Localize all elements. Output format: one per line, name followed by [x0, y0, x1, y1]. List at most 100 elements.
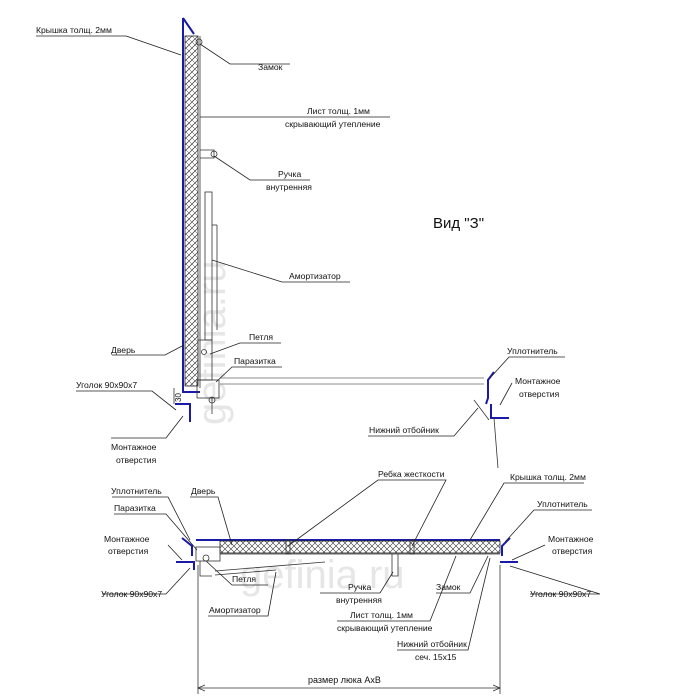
- label-side-door: Дверь: [111, 345, 136, 355]
- label-top-mount-left-2: отверстия: [108, 546, 149, 556]
- label-top-sheet-2: скрывающий утепление: [337, 623, 433, 633]
- side-right-corner: [490, 404, 509, 419]
- label-top-handle-2: внутренняя: [336, 595, 382, 605]
- label-top-corner-left: Уголок 90х90х7: [101, 589, 162, 599]
- label-side-parasite: Паразитка: [234, 356, 276, 366]
- label-side-stop: Нижний отбойник: [369, 425, 439, 435]
- leader-top-hinge: [205, 560, 268, 586]
- side-cover-top: [182, 17, 195, 35]
- top-shock-absorber: [214, 561, 326, 572]
- label-side-cover: Крышка толщ. 2мм: [36, 25, 112, 35]
- label-top-shock: Амортизатор: [209, 605, 261, 615]
- top-left-corner: [176, 561, 195, 570]
- top-hinge-arm: [199, 561, 212, 577]
- label-side-sheet-1: Лист толщ. 1мм: [307, 106, 370, 116]
- side-hinge-pivot-icon: [201, 349, 207, 355]
- leader-top-seal-right: [504, 509, 592, 543]
- leader-top-mount-left: [167, 544, 183, 561]
- side-dim-30: 30: [174, 393, 183, 402]
- leader-side-corner: [76, 390, 177, 411]
- side-parasite: [196, 379, 220, 399]
- leader-top-mount-right: [511, 544, 546, 561]
- label-side-seal-right: Уплотнитель: [507, 346, 558, 356]
- label-top-seal-right: Уплотнитель: [537, 499, 588, 509]
- label-top-hinge: Петля: [232, 574, 256, 584]
- side-lock-icon: [195, 38, 203, 46]
- side-right-drop: [493, 417, 499, 469]
- side-handle-knob-icon: [210, 150, 218, 158]
- label-top-mount-left-1: Монтажное: [104, 534, 150, 544]
- label-top-mount-right-2: отверстия: [552, 546, 593, 556]
- leader-side-hinge: [209, 342, 281, 355]
- label-top-mount-right-1: Монтажное: [548, 534, 594, 544]
- leader-top-seal-left: [112, 496, 191, 541]
- leader-top-handle: [320, 571, 394, 594]
- leader-side-cover: [36, 35, 182, 56]
- top-dim-arrow-left: [196, 684, 206, 692]
- leader-side-mount-right: [499, 382, 513, 406]
- side-view: 30 Крышка толщ. 2мм Замок Лист толщ. 1мм…: [36, 17, 565, 469]
- label-top-stiffener: Ребка жесткости: [378, 469, 445, 479]
- leader-top-corner-right: [509, 565, 601, 595]
- label-top-cover: Крышка толщ. 2мм: [510, 472, 586, 482]
- leader-side-parasite: [215, 366, 282, 383]
- watermark-top: gefinia.ru: [240, 553, 405, 597]
- label-side-handle-1: Ручка: [278, 169, 301, 179]
- label-top-sheet-1: Лист толщ. 1мм: [350, 610, 413, 620]
- label-side-shock: Амортизатор: [289, 271, 341, 281]
- leader-top-stop: [397, 557, 491, 651]
- label-top-stop-1: Нижний отбойник: [397, 639, 467, 649]
- label-side-mount-right-1: Монтажное: [515, 376, 561, 386]
- leader-side-door: [112, 344, 185, 356]
- side-cover-profile: [182, 18, 200, 393]
- label-side-corner: Уголок 90х90х7: [76, 380, 137, 390]
- top-hinge-pivot-icon: [202, 554, 210, 562]
- top-stiffener-2: [409, 539, 415, 555]
- label-top-lock: Замок: [436, 582, 461, 592]
- top-hinge-block: [195, 546, 221, 562]
- top-view: размер люка АхВ Ребка жесткости Уплотнит…: [101, 469, 601, 694]
- label-side-lock: Замок: [258, 62, 283, 72]
- leader-side-mount: [111, 415, 184, 439]
- label-side-hinge: Петля: [249, 332, 273, 342]
- top-left-seal: [181, 537, 193, 556]
- leader-top-parasite: [114, 513, 198, 551]
- label-top-handle-1: Ручка: [348, 582, 371, 592]
- label-top-parasite: Паразитка: [114, 503, 156, 513]
- view-title: Вид "З": [433, 215, 484, 232]
- side-insulation-panel: [184, 35, 199, 387]
- leader-top-stiffener: [287, 479, 447, 547]
- top-dim-arrow-right: [492, 684, 502, 692]
- side-right-seal: [485, 371, 495, 405]
- label-top-door: Дверь: [191, 486, 216, 496]
- top-insulation-panel: [219, 540, 501, 554]
- leader-top-lock: [436, 555, 489, 594]
- top-shock-absorber-2: [214, 569, 277, 576]
- leader-side-stop: [368, 407, 479, 437]
- leader-side-shock: [211, 259, 350, 283]
- label-side-handle-2: внутренняя: [266, 182, 312, 192]
- label-side-sheet-2: скрывающий утепление: [285, 119, 381, 129]
- label-top-stop-2: сеч. 15х15: [415, 652, 457, 662]
- leader-side-lock: [199, 43, 290, 65]
- side-handle-icon: [200, 149, 215, 159]
- side-right-stop: [473, 399, 490, 421]
- label-side-mount-right-2: отверстия: [519, 389, 560, 399]
- top-handle-icon: [391, 554, 399, 577]
- label-side-mount-2: отверстия: [116, 455, 157, 465]
- leader-top-shock: [208, 571, 277, 617]
- side-corner-angle: [175, 403, 191, 422]
- label-top-seal-left: Уплотнитель: [111, 486, 162, 496]
- top-stiffener-1: [285, 539, 291, 555]
- leader-top-corner-left: [102, 567, 191, 595]
- leader-top-cover: [469, 482, 584, 541]
- leader-top-door: [190, 496, 233, 546]
- label-side-mount-1: Монтажное: [111, 442, 157, 452]
- top-right-seal: [501, 537, 511, 556]
- leader-side-handle: [213, 155, 310, 181]
- leader-top-sheet: [337, 555, 457, 622]
- label-top-corner-right: Уголок 90х90х7: [530, 589, 591, 599]
- leader-side-seal-right: [489, 356, 565, 379]
- top-dim-hatch-size: размер люка АхВ: [308, 675, 381, 685]
